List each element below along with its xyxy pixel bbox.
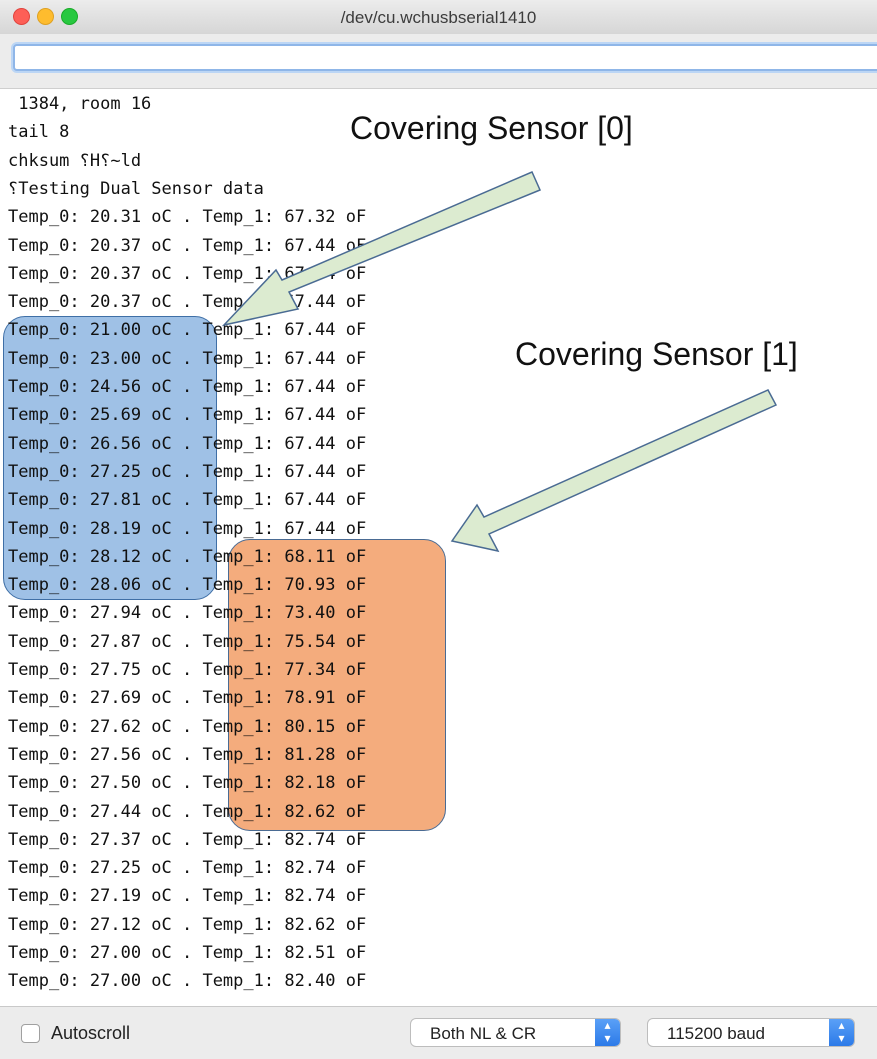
serial-send-input[interactable] [13, 44, 877, 71]
send-bar [0, 34, 877, 88]
zoom-window-button[interactable] [61, 8, 78, 25]
serial-output-line: Temp_0: 27.94 oC . Temp_1: 73.40 oF [8, 603, 367, 624]
line-ending-value: Both NL & CR [430, 1024, 537, 1043]
chevron-updown-icon: ▴▾ [595, 1019, 620, 1046]
serial-output-line: Temp_0: 27.44 oC . Temp_1: 82.62 oF [8, 801, 367, 822]
serial-output-line: tail 8 [8, 122, 70, 143]
serial-output-line: Temp_0: 27.81 oC . Temp_1: 67.44 oF [8, 490, 367, 511]
serial-output-line: Temp_0: 20.37 oC . Temp_1: 67.44 oF [8, 263, 367, 284]
serial-output-line: Temp_0: 27.37 oC . Temp_1: 82.74 oF [8, 829, 367, 850]
serial-output-line: Temp_0: 27.00 oC . Temp_1: 82.51 oF [8, 943, 367, 963]
serial-output-line: Temp_0: 28.06 oC . Temp_1: 70.93 oF [8, 575, 367, 596]
autoscroll-checkbox[interactable] [21, 1024, 40, 1043]
minimize-window-button[interactable] [37, 8, 54, 25]
serial-output-line: ⸮Testing Dual Sensor data [8, 178, 264, 199]
serial-output-line: Temp_0: 27.12 oC . Temp_1: 82.62 oF [8, 914, 367, 935]
serial-output-line: Temp_0: 24.56 oC . Temp_1: 67.44 oF [8, 377, 367, 397]
serial-output-line: Temp_0: 27.56 oC . Temp_1: 81.28 oF [8, 744, 367, 765]
serial-output-line: Temp_0: 20.31 oC . Temp_1: 67.32 oF [8, 207, 367, 228]
serial-output-line: Temp_0: 23.00 oC . Temp_1: 67.44 oF [8, 348, 367, 369]
annotation-covering-sensor-0: Covering Sensor [0] [350, 110, 633, 146]
bottom-toolbar: Autoscroll Both NL & CR ▴▾ 115200 baud ▴… [0, 1006, 877, 1059]
serial-output-panel[interactable]: 1384, room 16 tail 8 chksum ⸮H⸮~ld ⸮Testing… [0, 88, 877, 1007]
chevron-updown-icon: ▴▾ [829, 1019, 854, 1046]
serial-output-line: Temp_0: 21.00 oC . Temp_1: 67.44 oF [8, 320, 367, 341]
serial-output-line: Temp_0: 28.19 oC . Temp_1: 67.44 oF [8, 518, 367, 539]
serial-output-line: Temp_0: 27.69 oC . Temp_1: 78.91 oF [8, 688, 367, 709]
serial-output-line: Temp_0: 27.00 oC . Temp_1: 82.40 oF [8, 971, 367, 992]
serial-output-line: Temp_0: 27.50 oC . Temp_1: 82.18 oF [8, 773, 367, 794]
serial-output-line: Temp_0: 27.87 oC . Temp_1: 75.54 oF [8, 631, 367, 652]
annotation-covering-sensor-1: Covering Sensor [1] [515, 336, 798, 372]
line-ending-select[interactable]: Both NL & CR ▴▾ [410, 1018, 621, 1047]
close-window-button[interactable] [13, 8, 30, 25]
serial-output-line: Temp_0: 27.25 oC . Temp_1: 82.74 oF [8, 858, 367, 879]
serial-output-line: Temp_0: 20.37 oC . Temp_1: 67.44 oF [8, 235, 367, 256]
serial-output-line: Temp_0: 20.37 oC . Temp_1: 67.44 oF [8, 292, 367, 313]
autoscroll-label: Autoscroll [51, 1023, 131, 1043]
sensor1-highlight-region [228, 539, 446, 831]
serial-output-line: 1384, room 16 [8, 94, 152, 114]
serial-output-line: Temp_0: 27.25 oC . Temp_1: 67.44 oF [8, 461, 367, 482]
window-title: /dev/cu.wchusbserial1410 [340, 8, 537, 27]
serial-output-line: Temp_0: 27.75 oC . Temp_1: 77.34 oF [8, 660, 367, 680]
serial-output-line: Temp_0: 28.12 oC . Temp_1: 68.11 oF [8, 546, 367, 567]
serial-output-line: Temp_0: 27.62 oC . Temp_1: 80.15 oF [8, 716, 367, 737]
serial-output-line: Temp_0: 25.69 oC . Temp_1: 67.44 oF [8, 405, 367, 426]
baud-rate-value: 115200 baud [667, 1024, 766, 1043]
serial-output-line: Temp_0: 27.19 oC . Temp_1: 82.74 oF [8, 886, 367, 907]
title-bar: /dev/cu.wchusbserial1410 [0, 0, 877, 35]
serial-output-line: Temp_0: 26.56 oC . Temp_1: 67.44 oF [8, 433, 367, 454]
serial-output-line: chksum ⸮H⸮~ld [8, 150, 142, 171]
baud-rate-select[interactable]: 115200 baud ▴▾ [647, 1018, 855, 1047]
sensor0-highlight-region [3, 316, 217, 600]
